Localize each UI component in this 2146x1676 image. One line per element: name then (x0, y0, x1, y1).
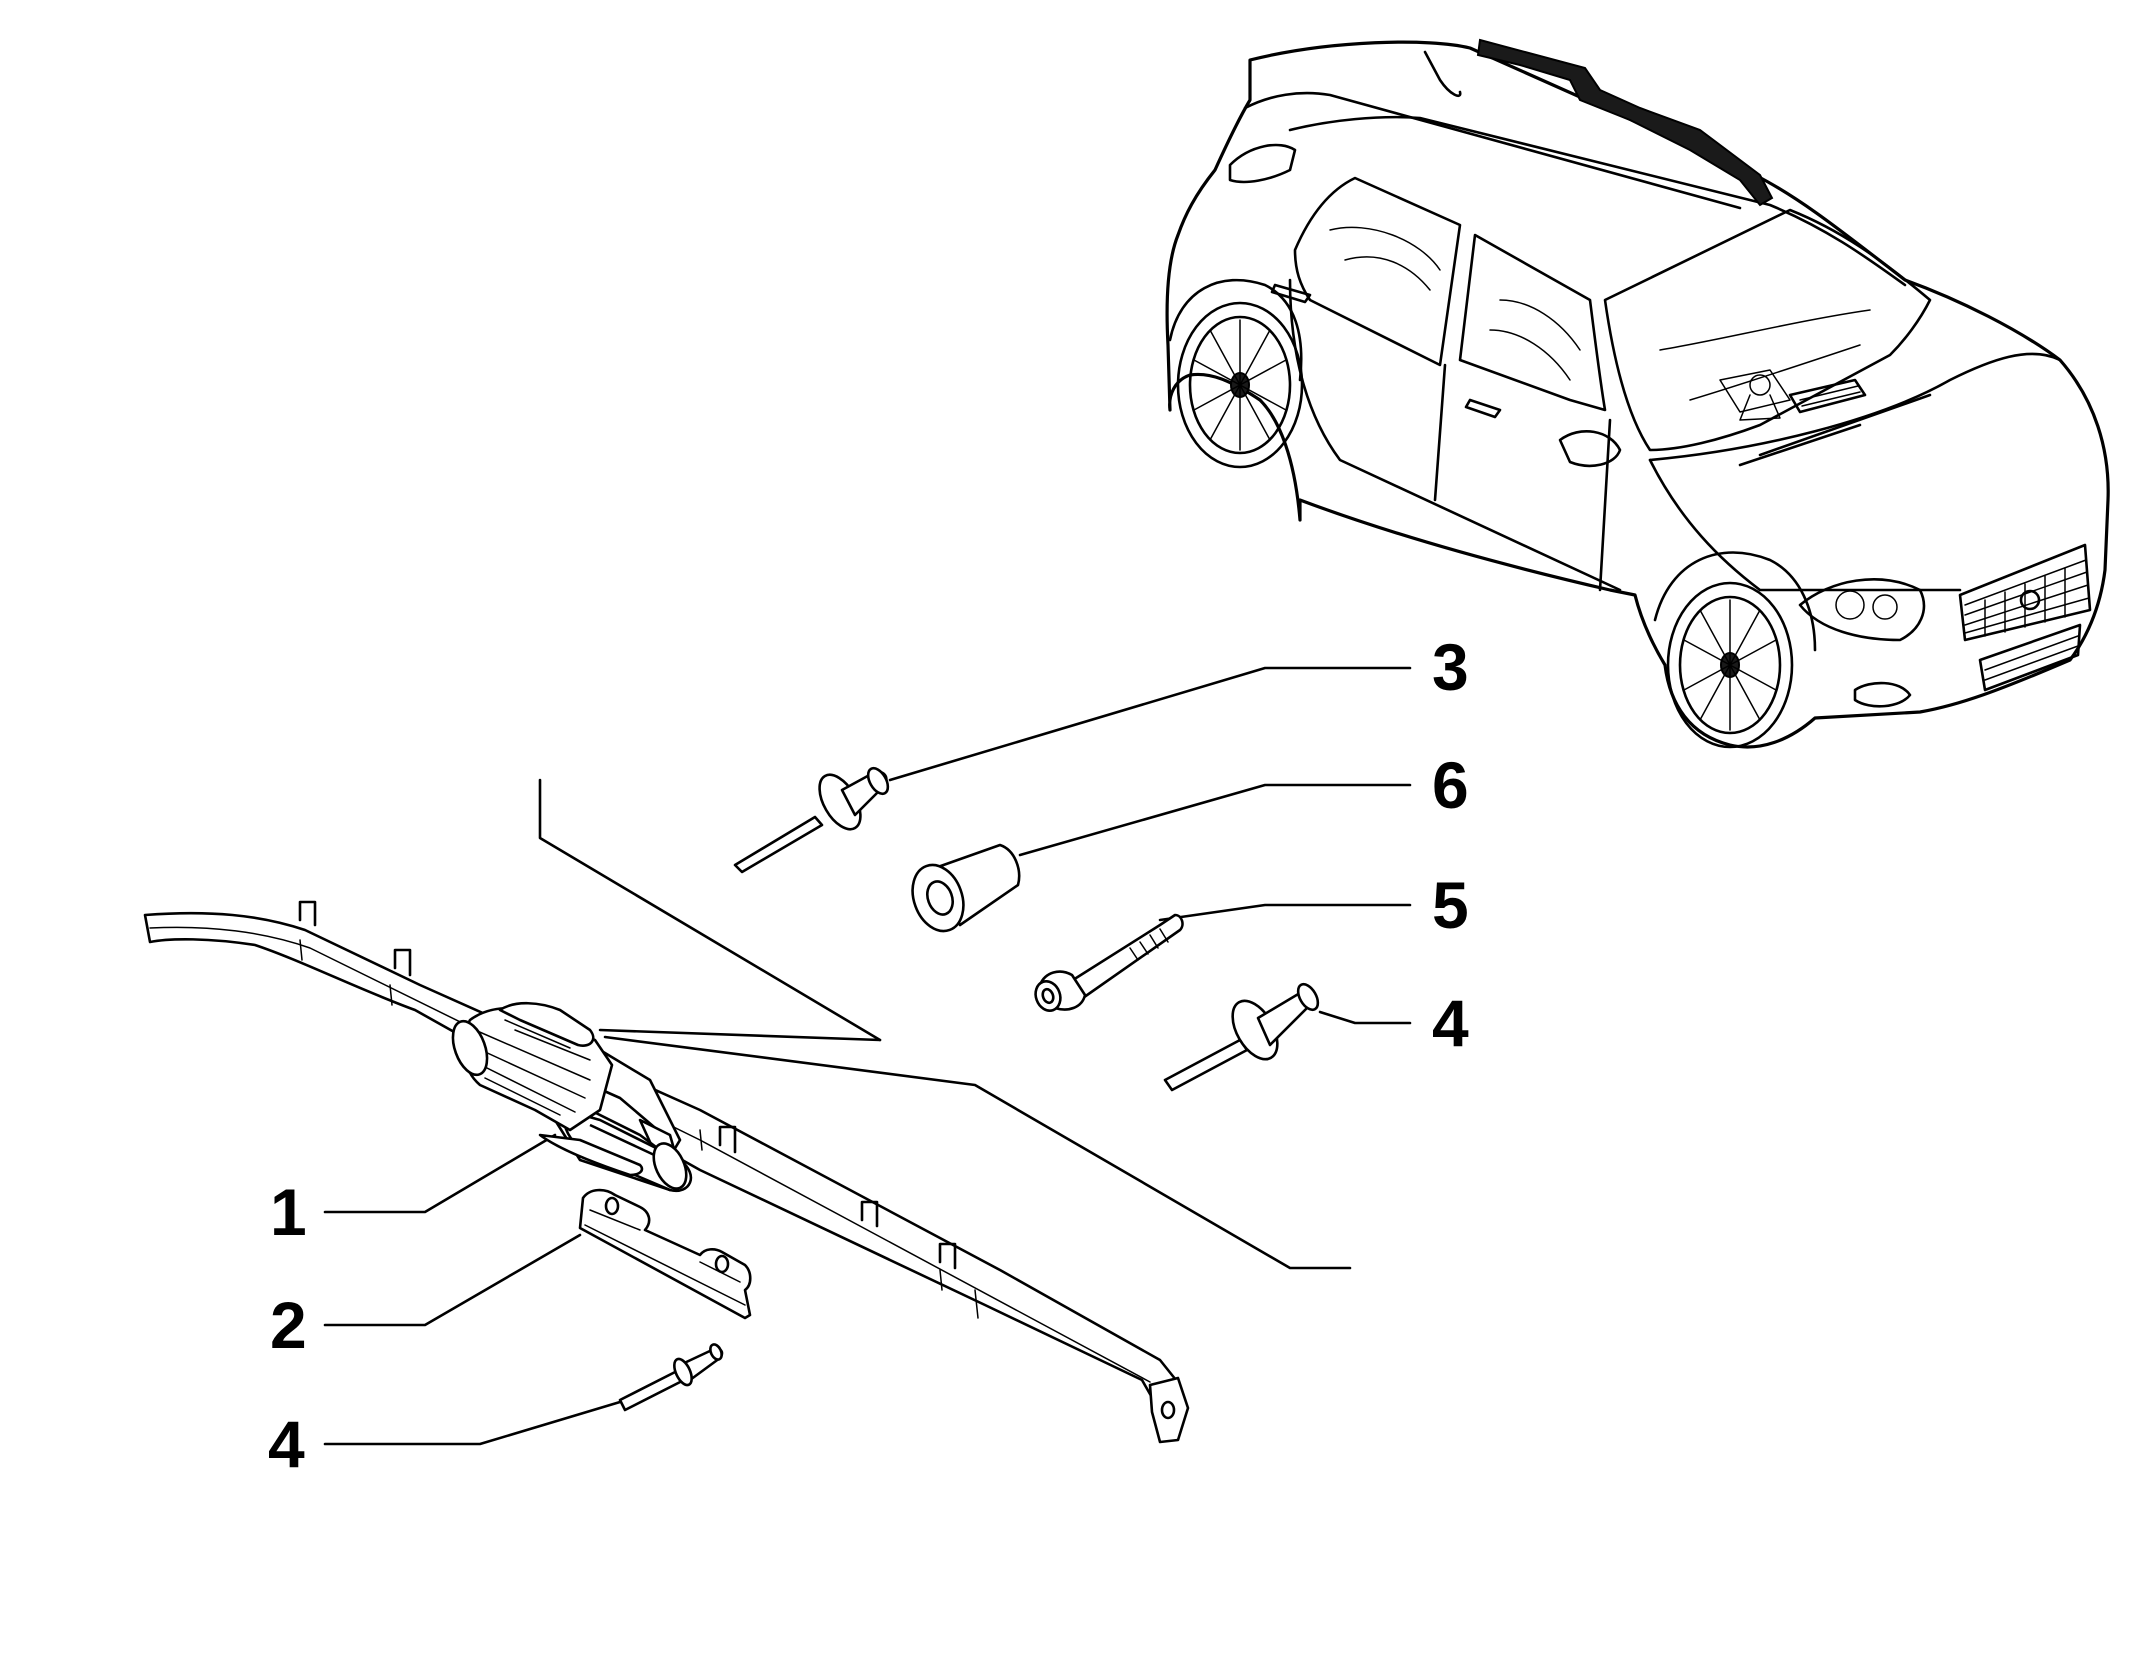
leader-lines (323, 666, 1412, 1446)
mounting-bracket (578, 1188, 752, 1320)
callout-2-label: 2 (270, 1288, 307, 1362)
nut-insert-6 (911, 843, 1021, 933)
rivet-left (618, 1343, 724, 1412)
rivet-right (1163, 982, 1320, 1092)
callout-labels: 1 2 3 4 4 5 6 (268, 630, 1469, 1481)
callout-4-right-label: 4 (1432, 986, 1469, 1060)
rivet-3 (733, 766, 890, 874)
car-illustration (1165, 38, 2110, 749)
callout-3-label: 3 (1432, 630, 1469, 704)
side-curtain-airbag-module (143, 900, 1190, 1444)
callout-5-label: 5 (1432, 868, 1469, 942)
callout-6-label: 6 (1432, 748, 1469, 822)
bolt-5 (1034, 913, 1184, 1012)
callout-1-label: 1 (270, 1175, 307, 1249)
callout-4-left-label: 4 (268, 1407, 305, 1481)
